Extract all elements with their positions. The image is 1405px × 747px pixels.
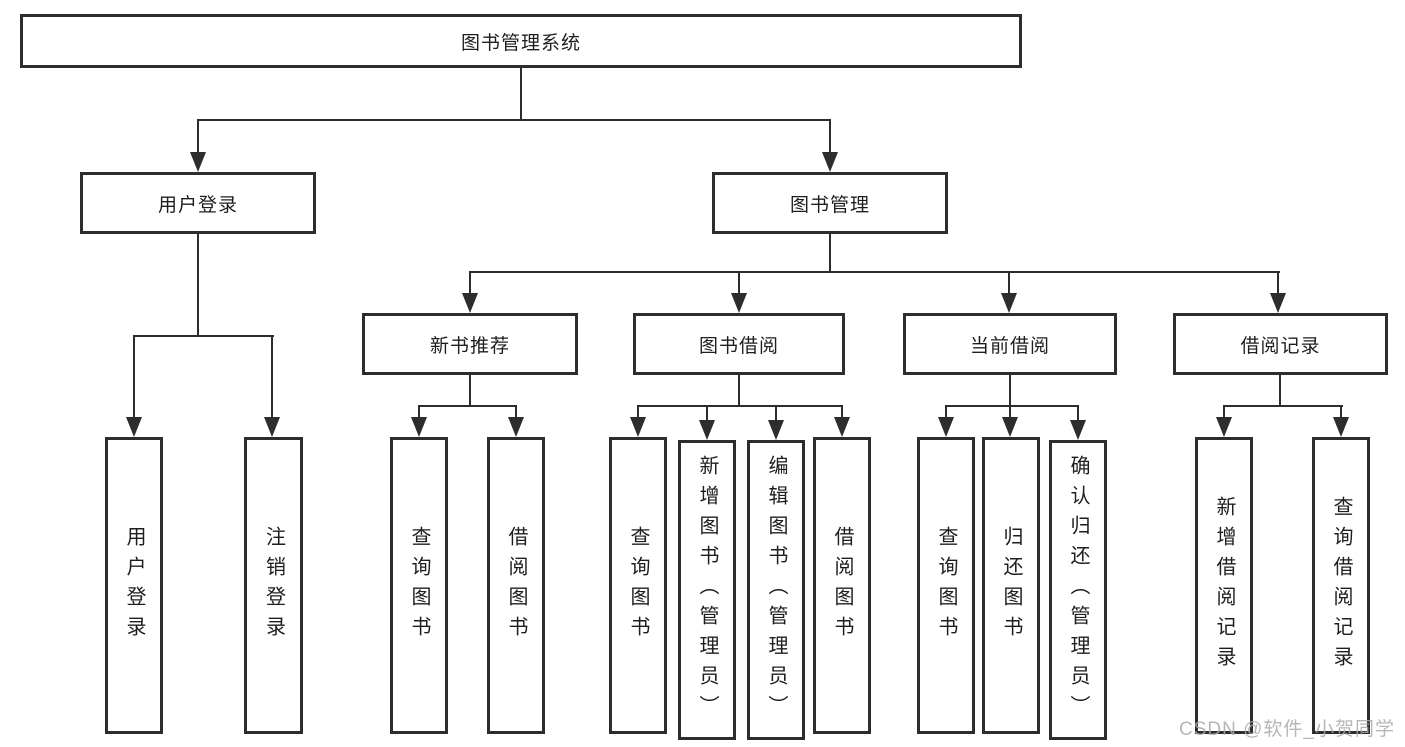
leaf-add-books-admin: 新增图书（管理员）: [678, 440, 736, 740]
connector-branch: [418, 405, 517, 407]
leaf-query-books-current: 查询图书: [917, 437, 975, 734]
leaf-query-books-recommend: 查询图书: [390, 437, 448, 734]
connector-drop: [1223, 405, 1225, 419]
arrowhead-icon: [264, 417, 280, 437]
connector-user-login-drop: [197, 119, 199, 154]
csdn-watermark: CSDN @软件_小贺同学: [1179, 719, 1395, 740]
leaf-return-books: 归还图书: [982, 437, 1040, 734]
node-root-library-system: 图书管理系统: [20, 14, 1022, 68]
arrowhead-icon: [731, 293, 747, 313]
connector-root-stem: [520, 68, 522, 120]
connector-drop: [418, 405, 420, 419]
connector-stem: [469, 375, 471, 407]
node-new-book-recommend: 新书推荐: [362, 313, 578, 375]
connector-stem: [1279, 375, 1281, 407]
node-user-login: 用户登录: [80, 172, 316, 234]
arrowhead-icon: [768, 420, 784, 440]
arrowhead-icon: [411, 417, 427, 437]
connector-drop: [1340, 405, 1342, 419]
leaf-query-borrow-record: 查询借阅记录: [1312, 437, 1370, 734]
leaf-borrow-books-recommend: 借阅图书: [487, 437, 545, 734]
arrowhead-icon: [630, 417, 646, 437]
connector-drop: [706, 405, 708, 422]
leaf-edit-books-admin: 编辑图书（管理员）: [747, 440, 805, 740]
connector-drop: [133, 335, 135, 419]
arrowhead-icon: [1002, 417, 1018, 437]
connector-drop: [271, 335, 273, 419]
node-current-borrow: 当前借阅: [903, 313, 1117, 375]
node-book-borrow: 图书借阅: [633, 313, 845, 375]
connector-drop: [738, 271, 740, 295]
connector-drop: [1077, 405, 1079, 422]
leaf-add-borrow-record: 新增借阅记录: [1195, 437, 1253, 734]
connector-branch: [1223, 405, 1343, 407]
connector-drop: [775, 405, 777, 422]
arrowhead-icon: [190, 152, 206, 172]
node-borrow-records: 借阅记录: [1173, 313, 1388, 375]
connector-drop: [1008, 271, 1010, 295]
arrowhead-icon: [1270, 293, 1286, 313]
arrowhead-icon: [1216, 417, 1232, 437]
connector-branch: [945, 405, 1079, 407]
connector-drop: [841, 405, 843, 419]
connector-drop: [469, 271, 471, 295]
arrowhead-icon: [834, 417, 850, 437]
connector-stem: [1009, 375, 1011, 407]
connector-drop: [637, 405, 639, 419]
leaf-borrow-books: 借阅图书: [813, 437, 871, 734]
arrowhead-icon: [1070, 420, 1086, 440]
connector-drop: [515, 405, 517, 419]
connector-user-login-stem: [197, 234, 199, 337]
connector-drop: [1009, 405, 1011, 419]
connector-drop: [945, 405, 947, 419]
arrowhead-icon: [508, 417, 524, 437]
arrowhead-icon: [699, 420, 715, 440]
connector-drop: [1277, 271, 1279, 295]
connector-root-branch: [197, 119, 831, 121]
arrowhead-icon: [462, 293, 478, 313]
leaf-user-login: 用户登录: [105, 437, 163, 734]
connector-book-mgmt-stem: [829, 233, 831, 273]
connector-book-mgmt-branch: [469, 271, 1280, 273]
connector-user-login-branch: [133, 335, 274, 337]
arrowhead-icon: [938, 417, 954, 437]
connector-book-mgmt-drop: [829, 119, 831, 154]
arrowhead-icon: [1001, 293, 1017, 313]
leaf-query-books-borrow: 查询图书: [609, 437, 667, 734]
arrowhead-icon: [126, 417, 142, 437]
arrowhead-icon: [822, 152, 838, 172]
leaf-confirm-return-admin: 确认归还（管理员）: [1049, 440, 1107, 740]
connector-branch: [637, 405, 843, 407]
arrowhead-icon: [1333, 417, 1349, 437]
node-book-management: 图书管理: [712, 172, 948, 234]
connector-stem: [738, 375, 740, 407]
leaf-logout: 注销登录: [244, 437, 303, 734]
